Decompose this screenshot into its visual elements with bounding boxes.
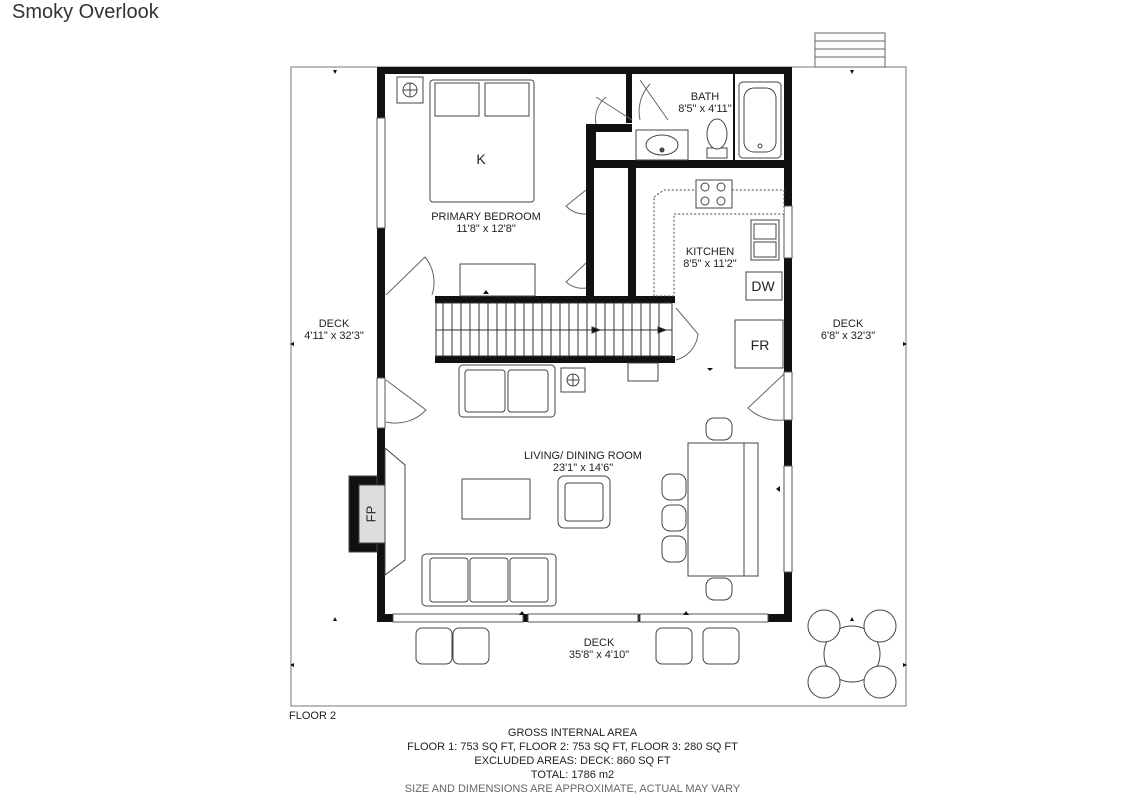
kitchen-dims: 8'5" x 11'2" — [683, 258, 736, 270]
interior-walls — [435, 67, 792, 363]
deck-bottom-name: DECK — [584, 637, 615, 649]
summary-floors: FLOOR 1: 753 SQ FT, FLOOR 2: 753 SQ FT, … — [407, 741, 738, 753]
bath-fixtures — [635, 81, 782, 161]
fireplace — [348, 446, 406, 576]
living-name: LIVING/ DINING ROOM — [524, 450, 642, 462]
doors — [385, 79, 785, 424]
deck-right-name: DECK — [833, 318, 864, 330]
bath-dims: 8'5" x 4'11" — [678, 103, 731, 115]
page-title: Smoky Overlook — [12, 1, 159, 23]
summary-disclaimer: SIZE AND DIMENSIONS ARE APPROXIMATE, ACT… — [404, 783, 741, 795]
fridge-label: FR — [751, 337, 770, 353]
living-furniture — [421, 362, 759, 607]
windows — [376, 117, 793, 623]
dishwasher-label: DW — [751, 278, 775, 294]
summary-heading: GROSS INTERNAL AREA — [507, 727, 638, 739]
deck-steps — [814, 32, 886, 68]
deck-bottom-dims: 35'8" x 4'10" — [569, 649, 629, 661]
room-arrows — [379, 71, 790, 615]
kitchen-fixtures — [653, 179, 785, 369]
floor-label: FLOOR 2 — [289, 710, 337, 722]
bath-name: BATH — [691, 91, 720, 103]
deck-arrows — [290, 70, 907, 667]
deck-left-dims: 4'11" x 32'3" — [304, 330, 364, 342]
deck-right-dims: 6'8" x 32'3" — [821, 330, 875, 342]
fixture-labels: K DW FR FP — [363, 151, 775, 522]
deck-furniture — [415, 609, 897, 699]
kitchen-name: KITCHEN — [686, 246, 734, 258]
bedroom-furniture — [396, 76, 536, 297]
king-bed-label: K — [476, 151, 486, 167]
area-summary: GROSS INTERNAL AREA FLOOR 1: 753 SQ FT, … — [0, 726, 1145, 796]
bedroom-name: PRIMARY BEDROOM — [431, 211, 541, 223]
bedroom-dims: 11'8" x 12'8" — [456, 223, 516, 235]
room-labels: BATH 8'5" x 4'11" PRIMARY BEDROOM 11'8" … — [304, 91, 875, 661]
fireplace-label: FP — [363, 506, 378, 523]
living-dims: 23'1" x 14'6" — [553, 462, 613, 474]
staircase — [435, 302, 673, 357]
summary-total: TOTAL: 1786 m2 — [530, 769, 615, 781]
summary-excluded: EXCLUDED AREAS: DECK: 860 SQ FT — [474, 755, 671, 767]
deck-left-name: DECK — [319, 318, 350, 330]
